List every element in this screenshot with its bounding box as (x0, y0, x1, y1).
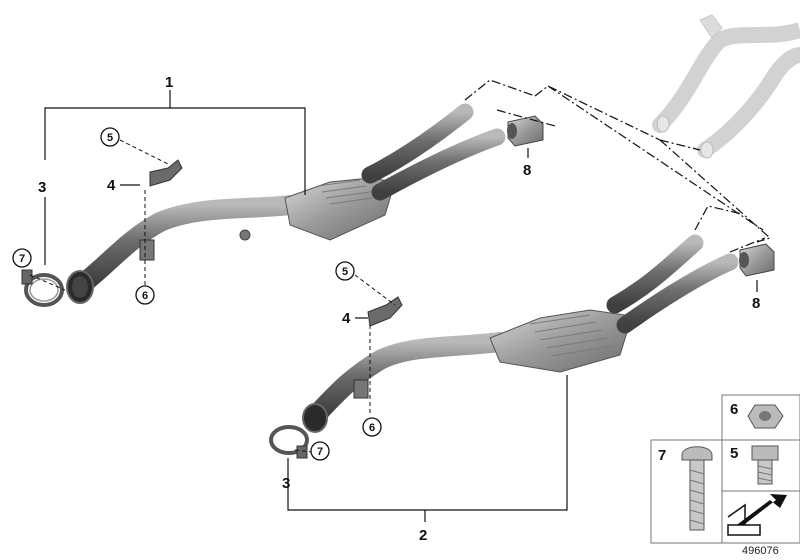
carriage-bolt-icon (681, 446, 713, 531)
label-part-3-lower: 3 (282, 475, 290, 492)
legend-label-6: 6 (730, 401, 738, 418)
clamp-upper (21, 269, 64, 307)
legend-label-5: 5 (730, 445, 738, 462)
hardware-legend: 6 7 5 (650, 394, 800, 544)
callout-6-upper: 6 (135, 285, 155, 305)
rubber-mount-lower (739, 243, 775, 277)
label-part-8-upper: 8 (523, 162, 531, 179)
ghost-tailpipe-assembly (652, 14, 800, 159)
legend-label-7: 7 (658, 447, 666, 464)
label-part-1: 1 (165, 74, 173, 91)
label-part-2: 2 (419, 527, 427, 544)
label-part-4-lower: 4 (342, 310, 351, 327)
front-pipe-lower (302, 234, 739, 433)
callout-5-lower: 5 (335, 261, 355, 281)
callout-6-lower: 6 (362, 417, 382, 437)
label-part-3-upper: 3 (38, 179, 46, 196)
svg-text:7: 7 (317, 446, 323, 458)
callout-7-lower: 7 (310, 441, 330, 461)
direction-arrow-icon (727, 494, 787, 536)
label-part-8-lower: 8 (752, 295, 760, 312)
group-bracket-2 (287, 375, 568, 522)
svg-text:7: 7 (19, 253, 25, 265)
leader-lines (29, 139, 758, 472)
svg-text:5: 5 (342, 266, 348, 278)
bracket-upper (139, 159, 183, 261)
callout-5-upper: 5 (100, 127, 120, 147)
svg-text:5: 5 (107, 132, 113, 144)
hex-bolt-icon (751, 445, 779, 485)
front-pipe-upper (66, 103, 506, 304)
connection-lines (464, 79, 772, 253)
callout-7-upper: 7 (12, 248, 32, 268)
svg-text:6: 6 (142, 290, 148, 302)
nut-icon (747, 404, 784, 429)
group-bracket-1 (44, 90, 306, 195)
svg-text:6: 6 (369, 422, 375, 434)
image-code: 496076 (742, 545, 779, 557)
label-part-4-upper: 4 (107, 177, 116, 194)
clamp-lower (269, 425, 309, 459)
rubber-mount-upper (507, 115, 544, 147)
